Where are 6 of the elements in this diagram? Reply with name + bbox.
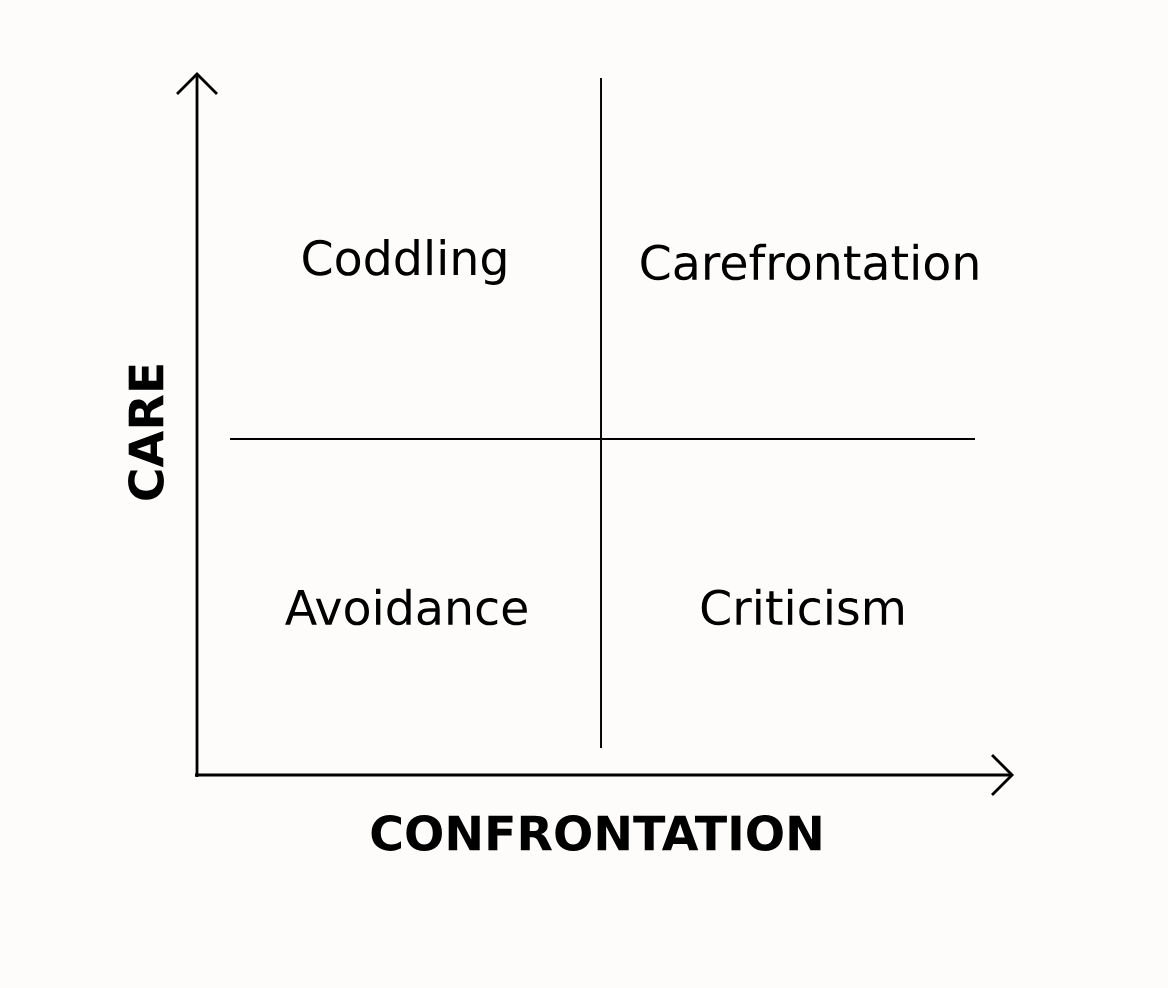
- axis-label: CONFRONTATION: [371, 815, 821, 851]
- quadrant-label: Coddling: [303, 239, 506, 285]
- quadrant-label: Criticism: [701, 588, 903, 626]
- quadrant-label: Avoidance: [285, 588, 527, 626]
- quadrant-label: Carefrontation: [641, 243, 978, 281]
- axis-label: CARE: [128, 365, 164, 500]
